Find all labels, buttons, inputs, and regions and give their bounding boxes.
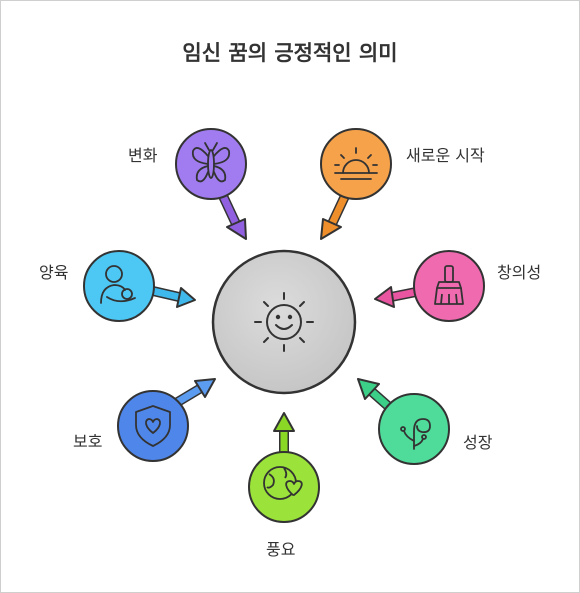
butterfly-icon bbox=[191, 142, 231, 183]
arrow-new-start bbox=[320, 193, 350, 240]
mother-baby-icon bbox=[100, 265, 136, 304]
diagram-title: 임신 꿈의 긍정적인 의미 bbox=[182, 41, 398, 65]
arrow-protection bbox=[173, 378, 216, 408]
node-growth bbox=[378, 393, 450, 465]
node-nurture bbox=[83, 250, 155, 322]
label-abundance: 풍요 bbox=[266, 540, 295, 559]
node-creativity bbox=[413, 250, 485, 322]
node-new-start bbox=[320, 128, 392, 200]
sun-smile-icon bbox=[254, 292, 314, 352]
node-abundance bbox=[248, 451, 320, 523]
arrow-nurture bbox=[151, 286, 196, 308]
label-nurture: 양육 bbox=[39, 263, 68, 282]
sunrise-icon bbox=[334, 147, 378, 180]
arrow-change bbox=[218, 193, 247, 240]
label-new-start: 새로운 시작 bbox=[406, 146, 485, 165]
node-protection bbox=[117, 390, 189, 462]
center-node bbox=[211, 249, 357, 395]
paintbrush-icon bbox=[434, 265, 464, 305]
earth-heart-icon bbox=[263, 466, 303, 500]
label-change: 변화 bbox=[128, 146, 158, 165]
label-protection: 보호 bbox=[73, 432, 102, 451]
sprout-icon bbox=[400, 418, 431, 450]
node-change bbox=[175, 128, 247, 200]
shield-heart-icon bbox=[135, 405, 171, 447]
label-growth: 성장 bbox=[463, 433, 493, 452]
label-creativity: 창의성 bbox=[497, 263, 541, 282]
